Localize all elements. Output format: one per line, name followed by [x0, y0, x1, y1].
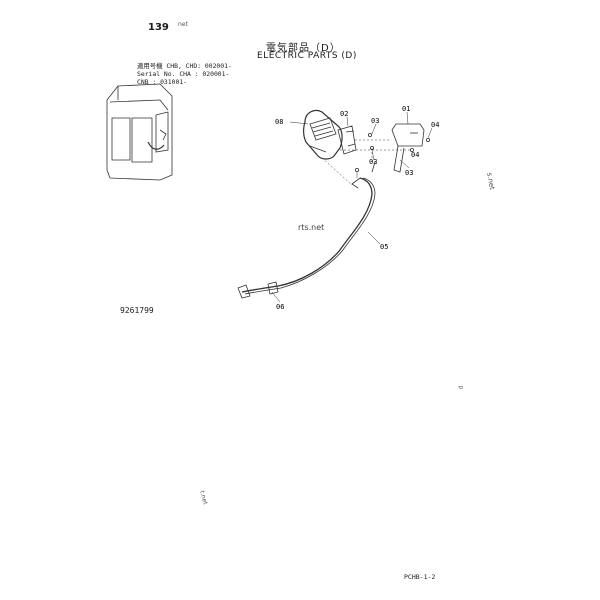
model-code: PCHB-1-2 [404, 573, 436, 581]
callout-03c: 03 [405, 169, 413, 177]
watermark-text: net [178, 21, 188, 28]
callout-03a: 03 [371, 117, 379, 125]
mounting-bracket [391, 123, 425, 173]
serial-line-1: 適用号機 CHB, CHD: 002001- [137, 62, 232, 70]
callout-05: 05 [380, 243, 388, 251]
assembly-lines [321, 139, 410, 186]
callout-01: 01 [402, 105, 410, 113]
callout-08: 08 [275, 118, 283, 126]
bolts [354, 132, 430, 172]
cab-thumbnail [106, 83, 173, 181]
callout-04a: 04 [431, 121, 439, 129]
callout-06: 06 [276, 303, 284, 311]
serial-line-3: CNB : 031001- [137, 78, 188, 86]
work-light-lamp [303, 109, 343, 160]
callout-02: 02 [340, 110, 348, 118]
leader-lines [271, 111, 433, 303]
serial-line-2: Serial No. CHA : 020001- [137, 70, 230, 78]
page-number: 139 [148, 22, 169, 33]
watermark-text: rts.net [298, 223, 325, 232]
callout-04b: 04 [411, 151, 419, 159]
callout-03b: 03 [369, 158, 377, 166]
page-title-en: ELECTRIC PARTS (D) [257, 51, 357, 61]
page-title-jp: 電気部品（D） [266, 43, 341, 54]
figure-number: 9261799 [120, 306, 154, 315]
connector-06 [237, 281, 279, 299]
